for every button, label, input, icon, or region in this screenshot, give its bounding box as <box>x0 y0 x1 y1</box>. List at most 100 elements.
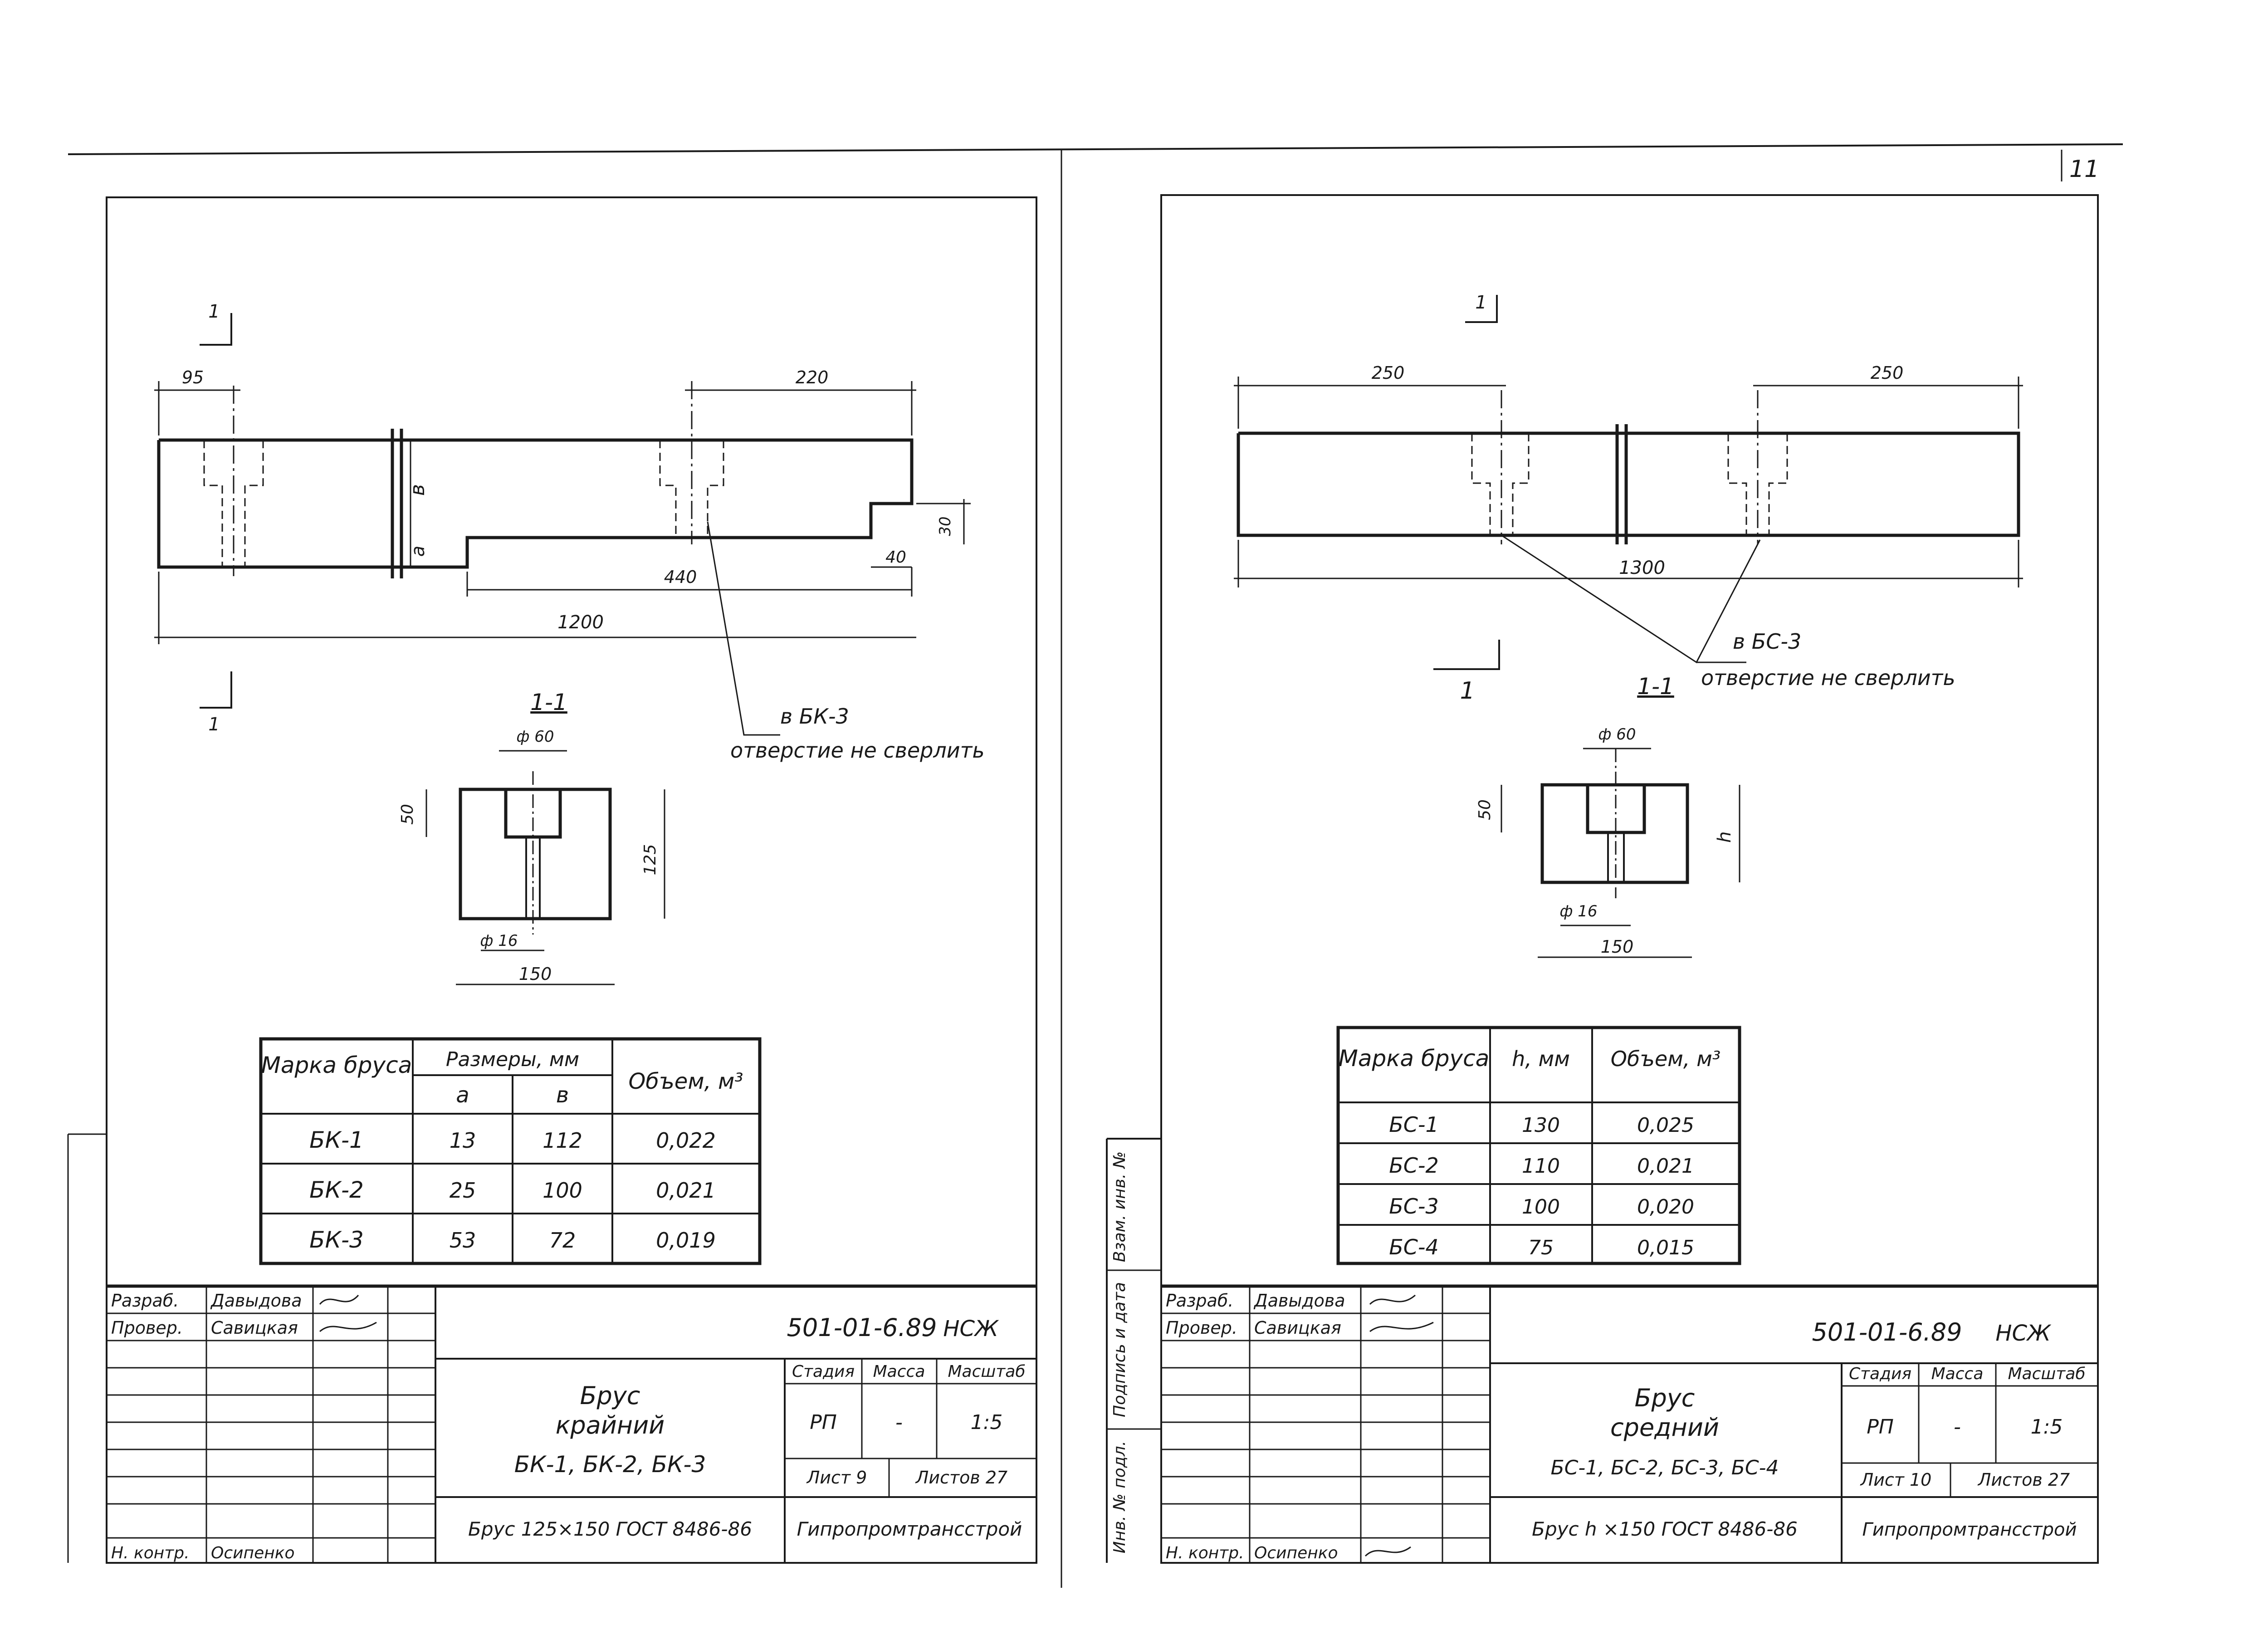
th-dims: Размеры, мм <box>446 1048 579 1071</box>
doc-code: 501-01-6.89 <box>1812 1318 1962 1346</box>
th-mark: Марка бруса <box>1339 1045 1490 1072</box>
mass-value: - <box>1954 1415 1961 1439</box>
cell-vol: 0,021 <box>656 1178 716 1203</box>
dim-a: а <box>408 546 429 557</box>
section-mark-bottom <box>200 671 232 709</box>
hole-right <box>659 440 724 538</box>
svg-text:1: 1 <box>1460 677 1475 705</box>
cell-h: 100 <box>1522 1195 1560 1219</box>
th-h: h, мм <box>1512 1047 1570 1071</box>
stamp-role-checker: Провер. <box>111 1318 183 1338</box>
th-vol: Объем, м³ <box>628 1069 743 1094</box>
organization: Гипропромтрансстрой <box>1862 1519 2077 1540</box>
cell-vol: 0,022 <box>656 1128 716 1153</box>
dia-bottom: ф 16 <box>480 932 518 950</box>
cell-mark: БС-4 <box>1389 1235 1439 1259</box>
cell-b: 100 <box>543 1178 582 1203</box>
left-note-mark: в БК-3 <box>780 704 849 729</box>
title-line-3: БК-1, БК-2, БК-3 <box>514 1451 706 1478</box>
stage-header: Стадия <box>1849 1365 1911 1383</box>
material: Брус 125×150 ГОСТ 8486-86 <box>468 1518 752 1540</box>
dim-150: 150 <box>519 964 552 984</box>
scale-value: 1:5 <box>971 1411 1003 1434</box>
title-line-2: средний <box>1610 1413 1719 1442</box>
scale-value: 1:5 <box>2031 1415 2063 1439</box>
sheet-count: Листов 27 <box>1977 1470 2070 1490</box>
right-note-text: отверстие не сверлить <box>1701 666 1955 690</box>
th-a: а <box>456 1082 469 1108</box>
dim-h: h <box>1714 831 1735 842</box>
dia-top: ф 60 <box>516 728 554 746</box>
section-mark-top <box>1465 295 1498 323</box>
side-label-replace: Взам. инв. № <box>1110 1151 1129 1262</box>
left-marks-table: Марка бруса Размеры, мм а в Объем, м³ БК… <box>259 1037 762 1265</box>
cell-vol: 0,015 <box>1637 1236 1694 1259</box>
right-title-block: Разраб. Давыдова Провер. Савицкая Н. кон… <box>1161 1284 2098 1563</box>
side-label-signature: Подпись и дата <box>1110 1282 1129 1417</box>
sheet-count: Листов 27 <box>915 1468 1007 1488</box>
left-sheet: 95 220 30 40 440 1200 в а 1 1 <box>67 196 1037 1564</box>
svg-text:1: 1 <box>208 714 220 735</box>
material: Брус h ×150 ГОСТ 8486-86 <box>1532 1518 1798 1540</box>
note-leader <box>1501 534 1761 664</box>
stamp-role-norm-control: Н. контр. <box>111 1544 190 1562</box>
right-marks-table: Марка бруса h, мм Объем, м³ БС-1 130 0,0… <box>1336 1026 1741 1265</box>
hole-left <box>203 440 264 567</box>
sheet-number: Лист 9 <box>806 1468 867 1488</box>
page-number: 11 <box>2069 156 2099 183</box>
stage-value: РП <box>810 1411 837 1434</box>
cell-vol: 0,020 <box>1637 1195 1694 1219</box>
title-line-1: Брус <box>580 1381 640 1410</box>
mass-header: Масса <box>873 1362 925 1381</box>
dim-40: 40 <box>885 548 906 567</box>
stamp-name-checker: Савицкая <box>211 1318 298 1338</box>
organization: Гипропромтрансстрой <box>797 1518 1022 1540</box>
cell-h: 130 <box>1522 1114 1560 1137</box>
dim-1200: 1200 <box>557 612 604 633</box>
stamp-role-checker: Провер. <box>1166 1318 1237 1338</box>
signature <box>319 1295 359 1305</box>
dim-125: 125 <box>641 844 660 876</box>
svg-text:1: 1 <box>1475 292 1486 313</box>
left-note-text: отверстие не сверлить <box>730 738 985 763</box>
svg-text:1: 1 <box>208 301 220 322</box>
th-mark: Марка бруса <box>261 1052 412 1078</box>
beam-right-part <box>397 438 914 569</box>
cell-mark: БК-1 <box>309 1127 364 1153</box>
top-border <box>68 143 2123 155</box>
stamp-role-developer: Разраб. <box>1166 1291 1233 1311</box>
right-frame <box>1160 194 2099 1564</box>
dim-95: 95 <box>182 367 204 387</box>
mass-header: Масса <box>1931 1365 1984 1383</box>
cell-mark: БК-2 <box>309 1177 364 1203</box>
dim-b: в <box>406 484 429 496</box>
scale-header: Масштаб <box>2008 1365 2085 1383</box>
section-mark-top <box>200 313 232 346</box>
dim-220: 220 <box>796 367 829 387</box>
dim-30: 30 <box>936 516 954 536</box>
cell-b: 112 <box>543 1128 582 1153</box>
dia-top: ф 60 <box>1598 725 1636 744</box>
left-cross-section: 1-1 ф 60 ф 16 50 125 150 <box>398 689 665 985</box>
dim-250-right: 250 <box>1871 363 1904 383</box>
stage-header: Стадия <box>792 1362 855 1381</box>
cell-mark: БС-1 <box>1389 1112 1439 1137</box>
hole-left <box>1471 433 1530 535</box>
left-frame <box>106 196 1037 1564</box>
cell-vol: 0,025 <box>1637 1114 1694 1137</box>
dim-440: 440 <box>664 567 697 587</box>
cell-a: 53 <box>450 1228 476 1253</box>
cell-mark: БС-2 <box>1389 1153 1439 1178</box>
stamp-name-norm-control: Осипенко <box>211 1544 295 1562</box>
th-vol: Объем, м³ <box>1611 1047 1721 1071</box>
stamp-name-developer: Давыдова <box>1253 1291 1345 1311</box>
stamp-name-checker: Савицкая <box>1254 1318 1341 1338</box>
cell-h: 110 <box>1522 1155 1560 1178</box>
cell-b: 72 <box>549 1228 576 1253</box>
left-title-block: Разраб. Давыдова Провер. Савицкая Н. кон… <box>107 1284 1036 1563</box>
right-sheet: Взам. инв. № Подпись и дата Инв. № подл.… <box>1106 194 2099 1564</box>
cell-vol: 0,021 <box>1637 1155 1694 1178</box>
stamp-role-norm-control: Н. контр. <box>1166 1544 1244 1562</box>
scale-header: Масштаб <box>948 1362 1025 1381</box>
